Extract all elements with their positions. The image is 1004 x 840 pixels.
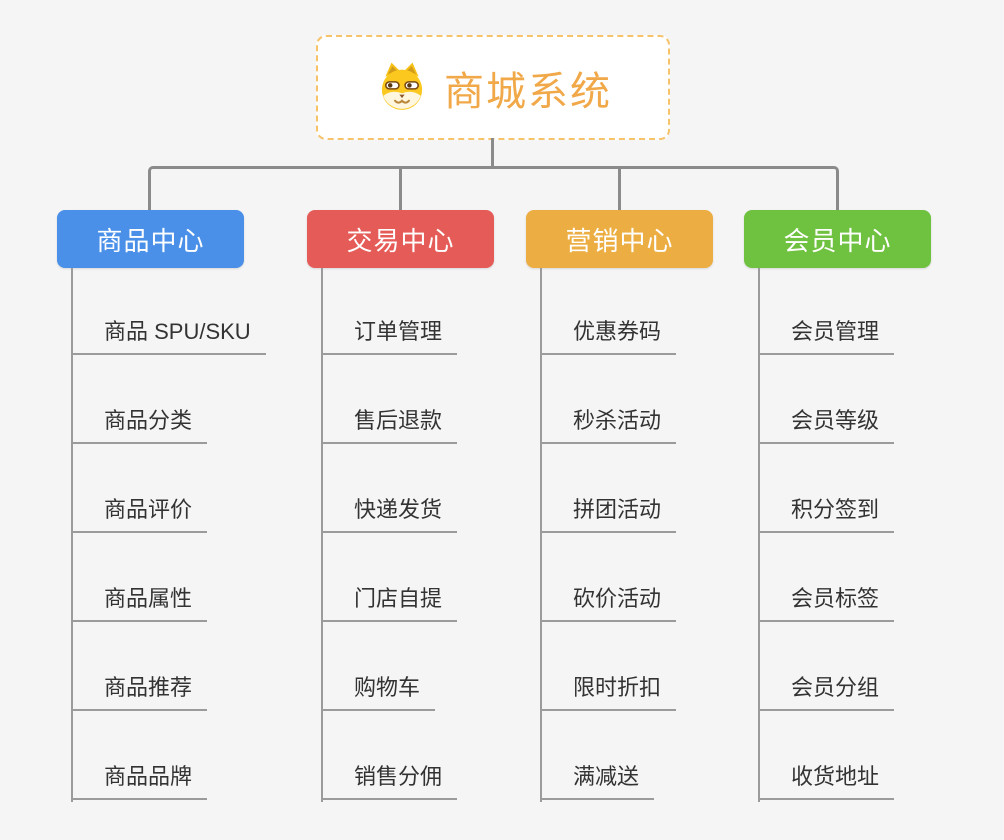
leaf-item[interactable]: 销售分佣: [321, 762, 458, 800]
root-title: 商城系统: [444, 69, 612, 114]
branch-trunk-line: [758, 268, 760, 802]
connector-drop-marketing: [618, 169, 621, 212]
leaf-item[interactable]: 商品 SPU/SKU: [71, 317, 266, 355]
leaf-item[interactable]: 限时折扣: [540, 673, 677, 711]
leaf-item[interactable]: 商品品牌: [71, 762, 208, 800]
leaf-item[interactable]: 满减送: [540, 762, 655, 800]
branch-node-product-center[interactable]: 商品中心: [57, 210, 244, 268]
leaf-item[interactable]: 秒杀活动: [540, 406, 677, 444]
leaf-item[interactable]: 商品推荐: [71, 673, 208, 711]
branch-node-marketing-center[interactable]: 营销中心: [526, 210, 713, 268]
connector-root-drop: [491, 138, 494, 169]
leaf-item[interactable]: 会员等级: [758, 406, 895, 444]
connector-drop-trade: [399, 169, 402, 212]
leaf-item[interactable]: 快递发货: [321, 495, 458, 533]
leaf-item[interactable]: 优惠券码: [540, 317, 677, 355]
root-node-mall-system[interactable]: 商城系统: [316, 35, 670, 140]
leaf-item[interactable]: 商品属性: [71, 584, 208, 622]
leaf-item[interactable]: 购物车: [321, 673, 436, 711]
leaf-item[interactable]: 会员管理: [758, 317, 895, 355]
dog-face-icon: [381, 62, 423, 110]
leaf-item[interactable]: 商品分类: [71, 406, 208, 444]
leaf-item[interactable]: 商品评价: [71, 495, 208, 533]
branch-node-trade-center[interactable]: 交易中心: [307, 210, 494, 268]
leaf-item[interactable]: 收货地址: [758, 762, 895, 800]
leaf-item[interactable]: 会员分组: [758, 673, 895, 711]
leaf-item[interactable]: 售后退款: [321, 406, 458, 444]
leaf-item[interactable]: 积分签到: [758, 495, 895, 533]
branch-trunk-line: [540, 268, 542, 802]
leaf-item[interactable]: 会员标签: [758, 584, 895, 622]
leaf-item[interactable]: 门店自提: [321, 584, 458, 622]
leaf-item[interactable]: 拼团活动: [540, 495, 677, 533]
connector-bus: [148, 166, 839, 212]
leaf-item[interactable]: 订单管理: [321, 317, 458, 355]
branch-trunk-line: [321, 268, 323, 802]
leaf-item[interactable]: 砍价活动: [540, 584, 677, 622]
branch-trunk-line: [71, 268, 73, 802]
branch-node-member-center[interactable]: 会员中心: [744, 210, 931, 268]
